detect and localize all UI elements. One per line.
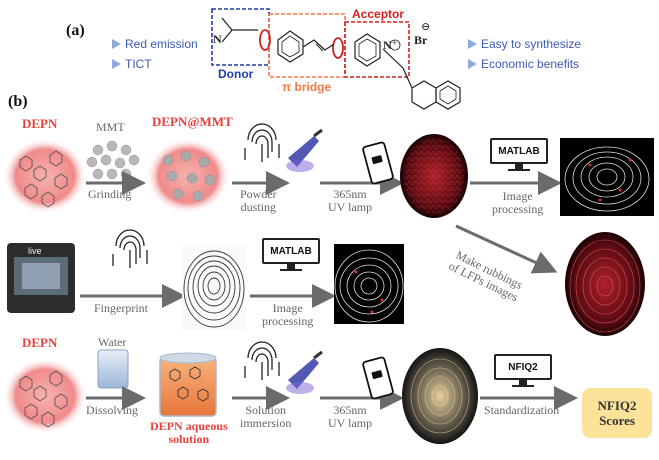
molecule-structure <box>211 8 461 110</box>
image-processing-line2: processing <box>262 314 314 328</box>
donor-label: Donor <box>218 67 254 81</box>
scores-line1: NFIQ2 <box>597 398 637 413</box>
image-processing-label-2: Image processing <box>262 302 313 328</box>
nfiq2-screen: NFIQ2 <box>494 354 552 380</box>
feature-easy-synthesize: Easy to synthesize <box>468 37 581 51</box>
powder-dusting-line2: dusting <box>240 200 276 214</box>
donor-nitrogen: N <box>213 32 222 46</box>
feature-text: TICT <box>125 57 152 71</box>
immersion-label: Solution immersion <box>240 404 291 430</box>
uv-lamp-icon <box>286 128 323 172</box>
matlab-screen-2: MATLAB <box>262 238 320 264</box>
panel-a-label: (a) <box>66 22 85 39</box>
acceptor-label: Acceptor <box>352 7 405 21</box>
image-processing-line1: Image <box>272 301 303 315</box>
matlab-monitor-icon: MATLAB <box>490 138 548 171</box>
matlab-monitor-icon-2: MATLAB <box>262 238 320 271</box>
feature-economic: Economic benefits <box>468 57 579 71</box>
fingerprint-label: Fingerprint <box>94 301 148 315</box>
powder-dusting-label: Powder dusting <box>240 188 277 214</box>
depn-label-2: DEPN <box>22 335 58 350</box>
water-beaker <box>97 349 129 389</box>
fingerprint-icon-2 <box>112 229 148 268</box>
image-processing-line2: processing <box>492 202 544 216</box>
uv-lamp-icon-2 <box>286 350 323 394</box>
row2-graphics <box>7 224 645 336</box>
depn-label: DEPN <box>22 116 58 131</box>
feature-tict: TICT <box>112 57 152 71</box>
row3-graphics <box>3 341 578 444</box>
uv-lamp-line1: 365nm <box>333 187 367 201</box>
mmt-label: MMT <box>96 120 125 134</box>
triangle-bullet-icon <box>112 39 121 49</box>
scores-line2: Scores <box>599 413 635 428</box>
standardization-label: Standardization <box>484 403 560 417</box>
uv-lamp-line2: UV lamp <box>328 200 373 214</box>
fingerprint-icon-3 <box>244 341 280 380</box>
feature-text: Red emission <box>125 37 198 51</box>
minus-charge: ⊖ <box>421 21 431 33</box>
triangle-bullet-icon <box>112 59 121 69</box>
dissolving-label: Dissolving <box>86 403 139 417</box>
uv-lamp-label-2: 365nm UV lamp <box>328 404 372 430</box>
immersion-line2: immersion <box>240 416 292 430</box>
plus-charge: + <box>392 38 398 48</box>
grinding-label: Grinding <box>88 187 132 201</box>
feature-text: Economic benefits <box>481 57 580 71</box>
bromide-label: Br <box>414 33 428 47</box>
powder-dusting-line1: Powder <box>240 187 277 201</box>
phone-camera-icon <box>362 141 394 185</box>
processed-fingerprint-image <box>560 138 654 216</box>
feature-red-emission: Red emission <box>112 37 198 51</box>
triangle-bullet-icon <box>468 59 477 69</box>
aqueous-label: DEPN aqueous solution <box>150 420 228 446</box>
triangle-bullet-icon <box>468 39 477 49</box>
acceptor-box <box>344 21 410 78</box>
scanner-brand: live <box>28 246 42 256</box>
fingerprint-icon <box>244 123 280 162</box>
depn-mmt-label: DEPN@MMT <box>152 114 233 129</box>
depn-blob <box>3 138 87 214</box>
bridge-label: π bridge <box>282 80 332 94</box>
nfiq2-monitor-icon: NFIQ2 <box>494 354 552 387</box>
acceptor-nitrogen: N <box>383 38 392 52</box>
uv-lamp-line2: UV lamp <box>328 416 373 430</box>
depn-blob-2 <box>3 358 87 434</box>
panel-b-label: (b) <box>8 93 28 110</box>
image-processing-label: Image processing <box>492 190 543 216</box>
matlab-screen: MATLAB <box>490 138 548 164</box>
uv-lamp-line1: 365nm <box>333 403 367 417</box>
water-label: Water <box>98 335 127 349</box>
uv-lamp-label: 365nm UV lamp <box>328 188 372 214</box>
depn-aqueous-beaker <box>159 357 217 417</box>
immersion-line1: Solution <box>245 403 286 417</box>
phone-camera-icon-2 <box>362 356 394 400</box>
ink-fingerprint-image <box>182 244 246 330</box>
row1-graphics <box>3 123 654 218</box>
aqueous-line2: solution <box>168 432 210 446</box>
nfiq2-scores-box: NFIQ2 Scores <box>582 388 652 438</box>
gold-fingerprint-image <box>402 348 478 444</box>
processed-fingerprint-image-2 <box>334 244 404 324</box>
red-fingerprint-rubbing <box>565 232 645 336</box>
feature-text: Easy to synthesize <box>481 37 582 51</box>
image-processing-line1: Image <box>502 189 533 203</box>
aqueous-line1: DEPN aqueous <box>150 419 228 433</box>
